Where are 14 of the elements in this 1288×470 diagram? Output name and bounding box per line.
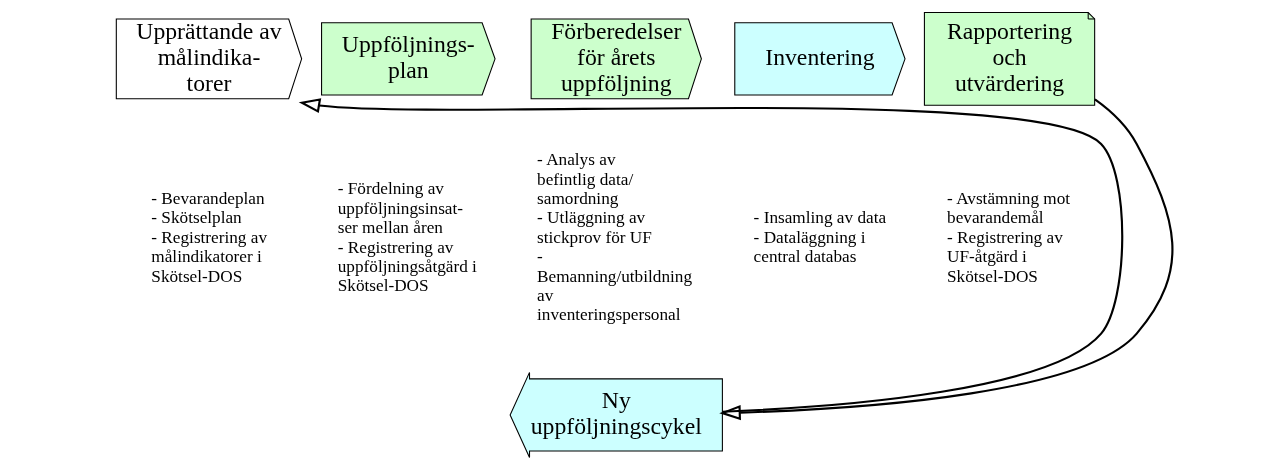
node-label: - Registrering av uppföljningsåtgärd i Skötsel-DOS — [337, 237, 477, 296]
arrow — [298, 98, 1123, 413]
arrow — [718, 98, 1173, 421]
node-label: - Analys av befintlig data/ samordning — [536, 150, 633, 209]
node-label: - Utläggning av stickprov för UF — [536, 208, 652, 247]
node-label: - Registrering av UF-åtgärd i Skötsel-DOS — [946, 227, 1063, 286]
node-label: - Registrering av målindikatorer i Skötsel-DOS — [150, 227, 267, 286]
node-label: - Skötselplan — [150, 208, 242, 228]
node-label: - Avstämning mot bevarandemål — [946, 189, 1070, 228]
node-label: - Bevarandeplan — [150, 189, 265, 209]
node-label: - Bemanning/utbildning av inventeringspersonal — [536, 247, 692, 325]
node-label: - Dataläggning i central databas — [753, 227, 866, 267]
node-label: - Fördelning av uppföljningsinsat- ser mellan åren — [337, 179, 463, 238]
node-label: - Insamling av data — [753, 208, 886, 228]
